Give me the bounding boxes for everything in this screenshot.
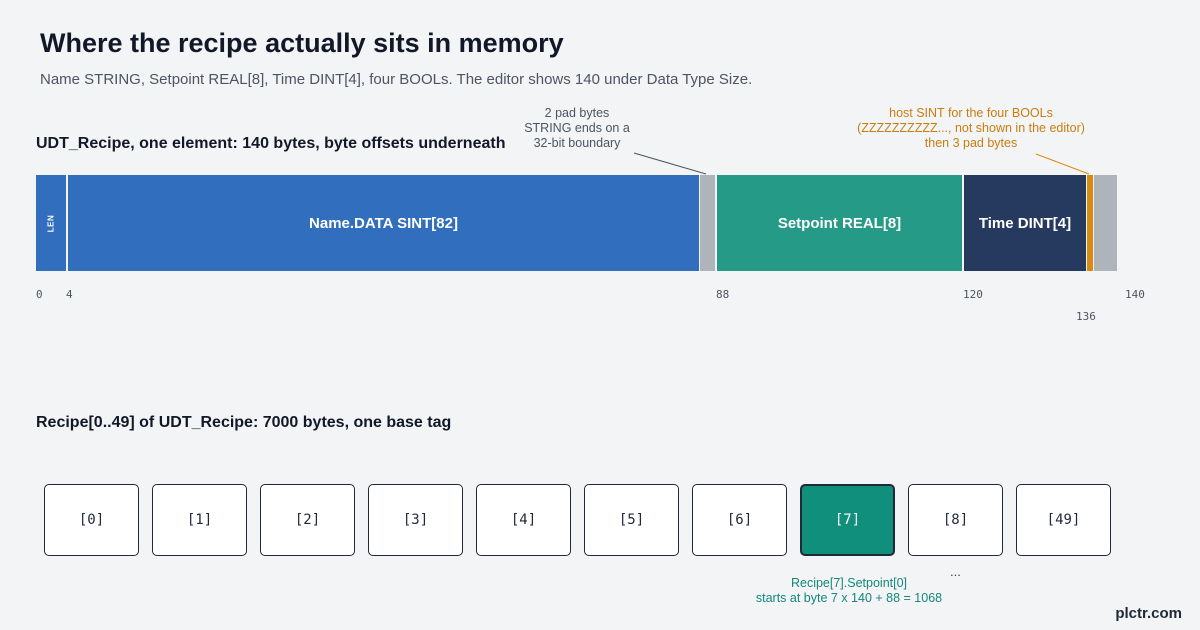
array-element-5: [5]: [584, 484, 679, 556]
segment-name-data: Name.DATA SINT[82]: [68, 175, 699, 271]
segment-string-padding: [700, 175, 715, 271]
array-element-4: [4]: [476, 484, 571, 556]
segment-string-len: LEN: [36, 175, 66, 271]
bool-note-line: then 3 pad bytes: [924, 136, 1018, 150]
segment-setpoint-label: Setpoint REAL[8]: [777, 214, 902, 232]
array-element-8: [8]: [908, 484, 1003, 556]
array-heading: Recipe[0..49] of UDT_Recipe: 7000 bytes,…: [36, 414, 452, 431]
offset-88: 88: [716, 288, 730, 301]
offset-136: 136: [1076, 310, 1096, 323]
array-element-7-highlighted: [7]: [800, 484, 895, 556]
array-element-6: [6]: [692, 484, 787, 556]
offset-4: 4: [66, 288, 73, 301]
pad-note-line: 2 pad bytes: [544, 106, 610, 120]
array-ellipsis: ...: [950, 564, 961, 579]
segment-tail-padding: [1094, 175, 1117, 271]
array-element-0: [0]: [44, 484, 139, 556]
highlight-note: Recipe[7].Setpoint[0] starts at byte 7 x…: [728, 576, 970, 606]
bool-leader-line: [1035, 153, 1090, 175]
segment-time: Time DINT[4]: [964, 175, 1086, 271]
udt-layout-heading: UDT_Recipe, one element: 140 bytes, byte…: [36, 135, 506, 152]
segment-time-label: Time DINT[4]: [978, 214, 1072, 232]
page-subtitle: Name STRING, Setpoint REAL[8], Time DINT…: [40, 71, 753, 88]
offset-120: 120: [963, 288, 983, 301]
pad-bytes-note: 2 pad bytes STRING ends on a 32-bit boun…: [492, 106, 662, 151]
segment-setpoint: Setpoint REAL[8]: [717, 175, 962, 271]
pad-leader-line: [633, 152, 707, 175]
bool-note-line: host SINT for the four BOOLs: [889, 106, 1053, 120]
array-element-2: [2]: [260, 484, 355, 556]
page-title: Where the recipe actually sits in memory: [40, 28, 564, 58]
array-element-3: [3]: [368, 484, 463, 556]
brand-logo: plctr.com: [1115, 605, 1182, 622]
pad-note-line: 32-bit boundary: [533, 136, 621, 150]
segment-len-label: LEN: [46, 214, 56, 232]
array-element-49: [49]: [1016, 484, 1111, 556]
array-element-1: [1]: [152, 484, 247, 556]
highlight-note-line: starts at byte 7 x 140 + 88 = 1068: [755, 591, 943, 605]
pad-note-line: STRING ends on a: [524, 121, 630, 135]
offset-140: 140: [1125, 288, 1145, 301]
highlight-note-line: Recipe[7].Setpoint[0]: [790, 576, 908, 590]
segment-bool-host-sint: [1087, 175, 1093, 271]
bool-note-line: (ZZZZZZZZZZ..., not shown in the editor): [857, 121, 1085, 135]
segment-name-data-label: Name.DATA SINT[82]: [309, 214, 458, 232]
bool-host-note: host SINT for the four BOOLs (ZZZZZZZZZZ…: [826, 106, 1116, 151]
offset-0: 0: [36, 288, 43, 301]
